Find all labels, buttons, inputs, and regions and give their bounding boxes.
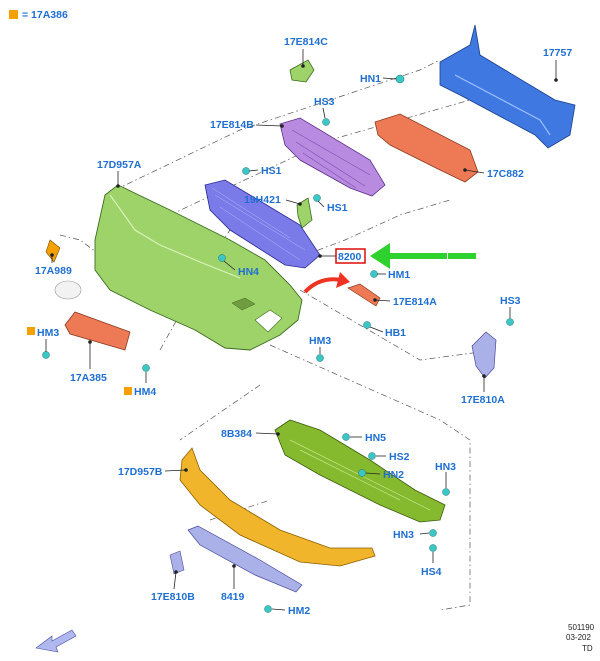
callout-hs1-b: HS1 (327, 202, 348, 214)
callout-hn3-right: HN3 (435, 461, 456, 473)
callout-17c882: 17C882 (487, 168, 524, 180)
clip-hn3-low-icon (429, 529, 437, 537)
callout-8200: 8200 (338, 251, 362, 263)
callout-hm1: HM1 (388, 269, 410, 281)
clip-hm2-icon (264, 605, 272, 613)
bumper-cover (94, 184, 303, 351)
callout-hs3-top: HS3 (314, 96, 335, 108)
lip-spoiler (179, 447, 376, 567)
footer-code-3: TD (582, 644, 593, 653)
clip-hs1-a-icon (242, 167, 250, 175)
callout-hm2: HM2 (288, 605, 310, 617)
callout-17e814c: 17E814C (284, 36, 328, 48)
callout-17e814a: 17E814A (393, 296, 437, 308)
callout-hs3-right: HS3 (500, 295, 521, 307)
callout-hn4: HN4 (238, 266, 259, 278)
callout-17d957b: 17D957B (118, 466, 163, 478)
fog-cover (54, 280, 82, 300)
bumper-beam (439, 24, 576, 149)
callout-17d957a: 17D957A (97, 159, 142, 171)
clip-hn1-icon (395, 74, 405, 84)
callout-17757: 17757 (543, 47, 572, 59)
grille (204, 179, 321, 269)
callout-hb1: HB1 (385, 327, 406, 339)
fasteners (42, 74, 514, 613)
callout-19h421: 19H421 (244, 194, 281, 206)
callout-hn3-low: HN3 (393, 529, 414, 541)
bracket-17e814a (347, 283, 381, 307)
clip-hs1-b-icon (313, 194, 321, 202)
grille-reinforcement (279, 117, 386, 197)
red-arrow-icon (303, 272, 350, 294)
clip-hn2-icon (358, 469, 366, 477)
clip-hm3-left-icon (42, 351, 50, 359)
callout-17a385: 17A385 (70, 372, 107, 384)
clip-hs4-icon (429, 544, 437, 552)
bracket-17e810b (169, 550, 185, 575)
clip-hm4-icon (142, 364, 150, 372)
clip-hn3-right-icon (442, 488, 450, 496)
clip-hs2-icon (368, 452, 376, 460)
callout-hn5: HN5 (365, 432, 386, 444)
callout-17e810a: 17E810A (461, 394, 505, 406)
callout-hm3-mid: HM3 (309, 335, 331, 347)
lamp-17a989 (45, 239, 61, 263)
callout-8419: 8419 (221, 591, 245, 603)
callout-hn2: HN2 (383, 469, 404, 481)
callout-17a989: 17A989 (35, 265, 72, 277)
callout-hm3-left: HM3 (37, 327, 59, 339)
callout-17e814b: 17E814B (210, 119, 254, 131)
callout-hs1-a: HS1 (261, 165, 282, 177)
clip-hs3-right-icon (506, 318, 514, 326)
callout-hs4: HS4 (421, 566, 442, 578)
lower-trim (187, 525, 303, 593)
clip-hb1-icon (363, 321, 371, 329)
clip-hm1-icon (370, 270, 378, 278)
marker-hm4-icon (124, 387, 132, 395)
orientation-arrow-icon (35, 629, 77, 653)
clip-hs3-top-icon (322, 118, 330, 126)
callout-labels: 17757 17E814C HN1 HS3 17E814B 17C882 17D… (35, 36, 572, 617)
callout-17e810b: 17E810B (151, 591, 195, 603)
bracket-17e810a (471, 331, 497, 379)
absorber (374, 113, 479, 183)
clip-hn5-icon (342, 433, 350, 441)
callout-hm4: HM4 (134, 386, 156, 398)
legend-marker-icon (9, 10, 18, 19)
clip-hn4-icon (218, 254, 226, 262)
bracket-17a385 (64, 311, 131, 351)
callout-hn1: HN1 (360, 73, 381, 85)
green-arrow-icon (370, 243, 476, 269)
leader-lines (45, 49, 558, 611)
legend-text: = 17A386 (22, 9, 68, 21)
callout-8b384: 8B384 (221, 428, 252, 440)
callout-hs2: HS2 (389, 451, 410, 463)
marker-hm3-icon (27, 327, 35, 335)
bracket-17e814c (289, 59, 315, 83)
footer-code-2: 03-202 (566, 633, 591, 642)
footer-code-1: 501190 (568, 623, 595, 632)
clip-hm3-mid-icon (316, 354, 324, 362)
